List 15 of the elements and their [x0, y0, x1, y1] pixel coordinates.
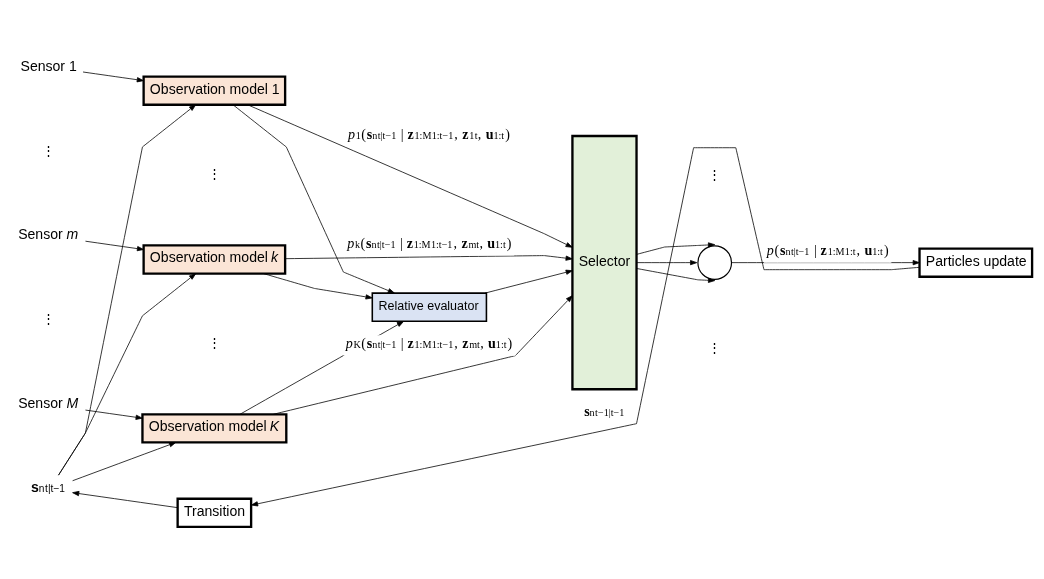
label: ⋮	[42, 143, 56, 158]
node-text: Sensor 1	[20, 57, 77, 74]
label: ⋮	[208, 166, 222, 181]
edge-label: p(snt|t−1 | z1:M1:t, u1:t)	[766, 241, 889, 258]
label: ⋮	[208, 335, 222, 350]
label: ⋮	[42, 311, 56, 326]
node-text: Sensor m	[18, 225, 79, 242]
edge-label: pk(snt|t−1 | z1:M1:t−1, zmt, u1:t)	[347, 234, 512, 251]
node-text: Sensor M	[18, 394, 79, 411]
edge-label: p1(snt|t−1 | z1:M1:t−1, z1t, u1:t)	[348, 125, 510, 142]
label: ⋮	[708, 340, 722, 355]
edge-label: pK(snt|t−1 | z1:M1:t−1, zmt, u1:t)	[345, 334, 513, 351]
label: ⋮	[708, 167, 722, 182]
edge-label: snt−1|t−1	[584, 402, 625, 419]
node-text: snt|t−1	[31, 478, 65, 495]
